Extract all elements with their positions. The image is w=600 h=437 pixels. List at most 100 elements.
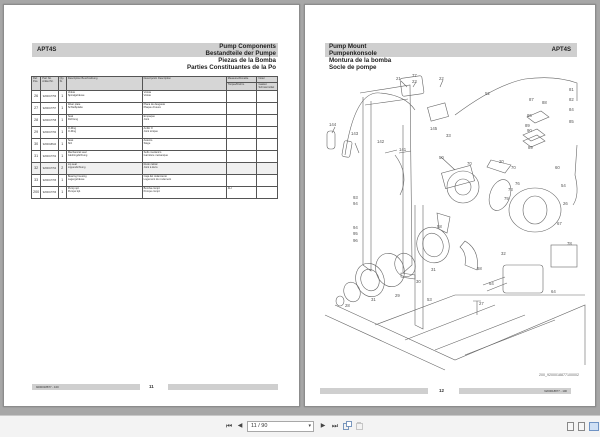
callout-label: 30	[416, 279, 421, 284]
title-fr: Parties Constituantes de la Po	[186, 64, 276, 71]
callout-label: 64	[551, 289, 556, 294]
callout-label: 142	[377, 139, 385, 144]
qty-cell: 1	[57, 101, 67, 115]
rotate-icon	[355, 422, 363, 430]
page-header-bar: APT4S	[32, 43, 278, 57]
note-cell	[256, 149, 278, 163]
ref-cell: 32	[30, 161, 42, 175]
callout-label: 145	[430, 126, 438, 131]
part-cell: 9200017762	[40, 149, 59, 163]
callout-label: 60	[555, 165, 560, 170]
callout-label: 64	[489, 281, 494, 286]
page-dropdown-icon[interactable]: ▾	[308, 423, 311, 429]
rotate-button[interactable]	[354, 421, 364, 432]
part-cell: 9200017758	[40, 113, 59, 127]
first-page-button[interactable]: ⏮	[224, 421, 234, 432]
part-cell: 9200017756	[40, 89, 59, 103]
first-page-icon: ⏮	[225, 423, 233, 430]
footer-bar	[168, 384, 278, 390]
next-page-button[interactable]: ▶	[318, 421, 328, 432]
qty-cell: 2	[57, 161, 67, 175]
callout-label: 53	[427, 297, 432, 302]
doc-number: 9200018877 - 100	[36, 385, 59, 389]
callout-label: 77	[412, 73, 417, 78]
title-de: Bestandteile der Pumpe	[205, 50, 277, 57]
table-row: 200 9200017766 1 Pump spl.Pumpe kpl. Bom…	[30, 185, 278, 199]
qty-cell: 1	[57, 185, 67, 199]
col-desc1: Description Beschreibung	[65, 76, 143, 91]
previous-page-button[interactable]: ◀	[235, 421, 245, 432]
doc-number: 9200018877 - 100	[544, 389, 567, 393]
callout-label: 52	[485, 91, 490, 96]
last-page-button[interactable]: ⏭	[330, 421, 340, 432]
note-cell	[256, 113, 278, 127]
title-de: Pumpenkonsole	[329, 50, 377, 57]
ref-cell: 27	[30, 101, 42, 115]
footer-doc-bar: 9200018877 - 100	[459, 388, 571, 394]
title-es: Montura de la bomba	[329, 57, 392, 64]
single-page-view-button[interactable]	[567, 422, 574, 431]
col-note: Note/	[256, 76, 278, 83]
col-part: Part No. Artikel Nr.	[40, 76, 59, 91]
desc-cell: Pump spl.Pumpe kpl.	[65, 185, 143, 199]
ref-cell: 29	[30, 125, 42, 139]
title-en: Pump Mount	[329, 43, 367, 50]
callout-label: 70	[511, 165, 516, 170]
callout-label: 50	[439, 155, 444, 160]
col-qty: Qty. St.	[57, 76, 67, 91]
callout-label: 81	[569, 87, 574, 92]
qty-cell: 1	[57, 149, 67, 163]
qty-cell: 1	[57, 173, 67, 187]
page-title: Pump Mount Pumpenkonsole Montura de la b…	[329, 43, 391, 71]
callout-label: 87	[529, 97, 534, 102]
ref-cell: 30	[30, 137, 42, 151]
callout-label: 20	[499, 159, 504, 164]
page-header-bar: APT4S	[325, 43, 577, 57]
part-cell: 9200017760	[40, 125, 59, 139]
callout-label: 67	[557, 221, 562, 226]
measure-cell: 4H	[225, 185, 258, 199]
qty-cell: 1	[57, 113, 67, 127]
col-measure: Measure/Abmaße	[225, 76, 258, 83]
part-cell: 9200017757	[40, 101, 59, 115]
page-number-input[interactable]: 11 / 90 ▾	[247, 421, 314, 432]
callout-label: 78	[567, 241, 572, 246]
callout-label: 70	[467, 161, 472, 166]
callout-label: 73	[508, 187, 513, 192]
title-en: Pump Components	[219, 43, 276, 50]
callout-label: 90	[527, 128, 532, 133]
callout-label: 93	[353, 195, 358, 200]
callout-label: 144	[329, 122, 337, 127]
two-page-view-button[interactable]	[589, 422, 599, 431]
col-desc2: Descripción Description	[141, 76, 227, 91]
fit-page-button[interactable]	[342, 421, 352, 432]
callout-label: 68	[477, 266, 482, 271]
continuous-view-button[interactable]	[578, 422, 585, 431]
ref-cell: 28	[30, 113, 42, 127]
page-11: APT4S Pump Components Bestandteile der P…	[3, 4, 300, 407]
note-cell	[256, 161, 278, 175]
callout-label: 86	[527, 113, 532, 118]
measure-cell	[225, 149, 258, 163]
measure-cell	[225, 137, 258, 151]
model-label: APT4S	[37, 47, 57, 53]
title-fr: Socle de pompe	[329, 64, 377, 71]
callout-label: 58	[437, 224, 442, 229]
callout-label: 143	[351, 131, 359, 136]
measure-cell	[225, 173, 258, 187]
fit-page-icon	[342, 421, 352, 430]
note-cell	[256, 101, 278, 115]
